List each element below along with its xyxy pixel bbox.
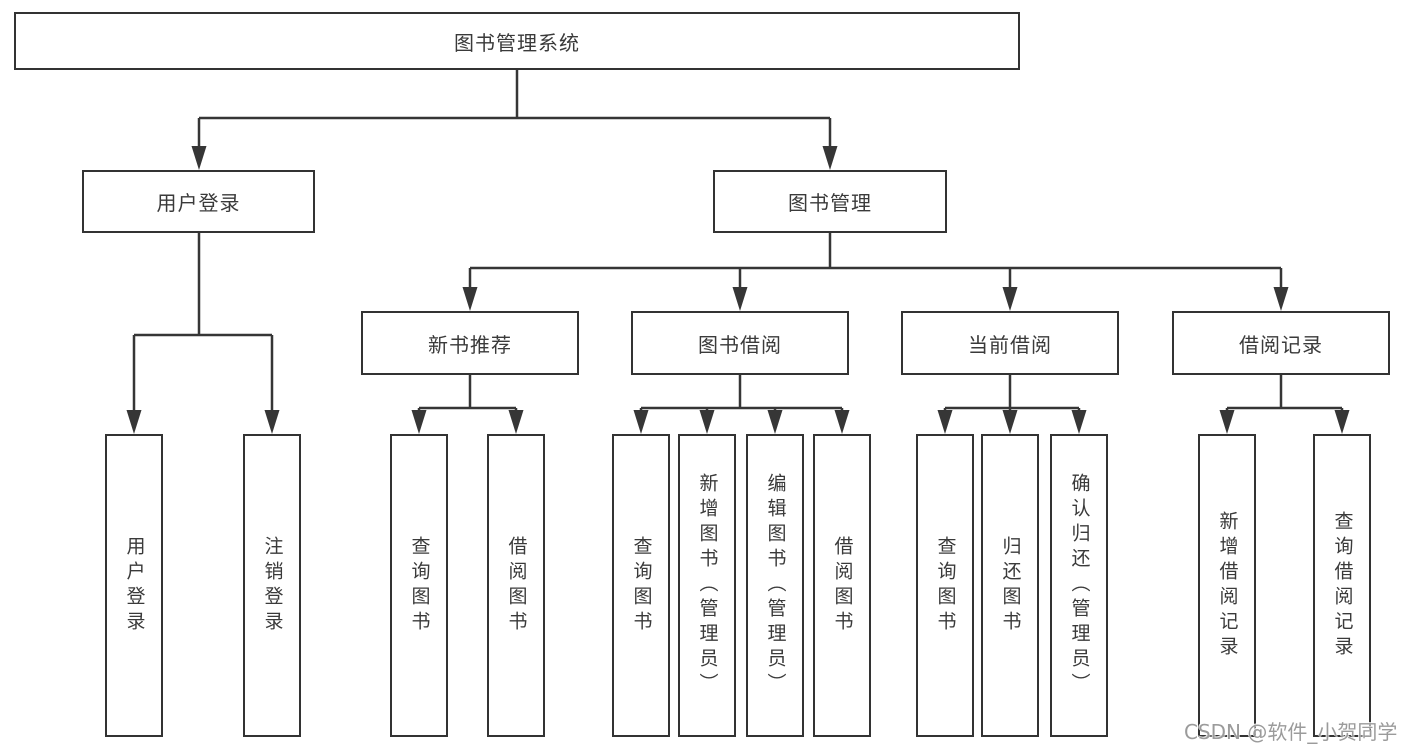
leaf-logout-label: 注销登录 xyxy=(261,535,284,636)
leaf-query-borrow-record: 查询借阅记录 xyxy=(1313,434,1371,737)
leaf-add-borrow-record: 新增借阅记录 xyxy=(1198,434,1256,737)
leaf-edit-book-admin-label: 编辑图书（管理员） xyxy=(764,473,787,698)
node-root-system: 图书管理系统 xyxy=(14,12,1020,70)
node-user-login-label: 用户登录 xyxy=(156,191,241,215)
leaf-add-borrow-record-label: 新增借阅记录 xyxy=(1216,510,1239,661)
leaf-query-book-current: 查询图书 xyxy=(916,434,974,737)
node-book-borrow-label: 图书借阅 xyxy=(698,332,782,357)
node-current-borrow: 当前借阅 xyxy=(901,311,1119,375)
leaf-borrow-book-borrow: 借阅图书 xyxy=(813,434,871,737)
leaf-query-book-newbook-label: 查询图书 xyxy=(408,535,431,636)
leaf-query-book-borrow-label: 查询图书 xyxy=(630,535,653,636)
arrowheads xyxy=(126,146,1350,434)
node-book-management: 图书管理 xyxy=(713,170,947,233)
leaf-user-login-label: 用户登录 xyxy=(123,535,146,636)
node-borrow-records-label: 借阅记录 xyxy=(1239,332,1323,357)
leaf-add-book-admin-label: 新增图书（管理员） xyxy=(696,473,719,698)
leaf-borrow-book-newbook-label: 借阅图书 xyxy=(505,535,528,636)
node-current-borrow-label: 当前借阅 xyxy=(968,332,1052,357)
node-book-management-label: 图书管理 xyxy=(788,191,872,215)
leaf-return-book: 归还图书 xyxy=(981,434,1039,737)
leaf-query-book-borrow: 查询图书 xyxy=(612,434,670,737)
leaf-query-borrow-record-label: 查询借阅记录 xyxy=(1331,510,1354,661)
node-new-book-recommend: 新书推荐 xyxy=(361,311,579,375)
leaf-query-book-newbook: 查询图书 xyxy=(390,434,448,737)
leaf-borrow-book-borrow-label: 借阅图书 xyxy=(831,535,854,636)
node-user-login: 用户登录 xyxy=(82,170,315,233)
csdn-watermark: CSDN @软件_小贺同学 xyxy=(1184,720,1398,744)
leaf-borrow-book-newbook: 借阅图书 xyxy=(487,434,545,737)
node-borrow-records: 借阅记录 xyxy=(1172,311,1390,375)
leaf-user-login: 用户登录 xyxy=(105,434,163,737)
node-new-book-recommend-label: 新书推荐 xyxy=(428,332,512,357)
node-book-borrow: 图书借阅 xyxy=(631,311,849,375)
leaf-query-book-current-label: 查询图书 xyxy=(934,535,957,636)
leaf-logout: 注销登录 xyxy=(243,434,301,737)
leaf-return-book-label: 归还图书 xyxy=(999,535,1022,636)
leaf-confirm-return-admin: 确认归还（管理员） xyxy=(1050,434,1108,737)
leaf-edit-book-admin: 编辑图书（管理员） xyxy=(746,434,804,737)
leaf-confirm-return-admin-label: 确认归还（管理员） xyxy=(1068,473,1091,698)
leaf-add-book-admin: 新增图书（管理员） xyxy=(678,434,736,737)
node-root-label: 图书管理系统 xyxy=(454,30,580,55)
